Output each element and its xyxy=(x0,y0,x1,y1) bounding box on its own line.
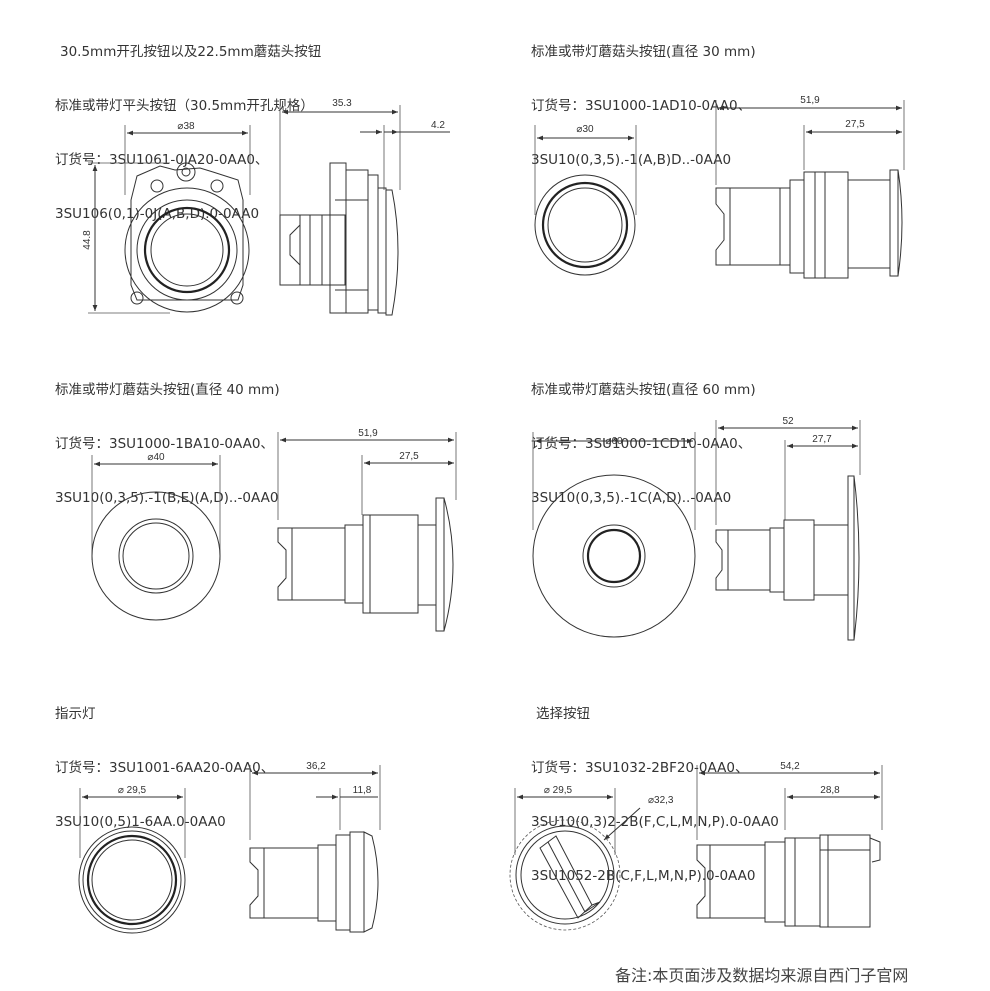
mushroom60-side-view: 52 27,7 xyxy=(715,416,861,641)
pilot-light-side-view: 36,2 11,8 xyxy=(249,761,381,933)
dim-diameter: ⌀30 xyxy=(576,124,594,135)
caption-mushroom-40: 标准或带灯蘑菇头按钮(直径 40 mm) 订货号：3SU1000-1BA10-0… xyxy=(55,345,280,525)
caption-line: 标准或带灯平头按钮（30.5mm开孔规格） xyxy=(55,98,314,114)
dim-height: 44.8 xyxy=(82,230,93,250)
dim-depth: 4.2 xyxy=(431,120,445,131)
dim-length: 51,9 xyxy=(358,428,378,439)
caption-line: 标准或带灯蘑菇头按钮(直径 30 mm) xyxy=(531,44,756,60)
dim-diameter: ⌀ 29,5 xyxy=(544,785,573,796)
flat-button-side-view: 35.3 4.2 xyxy=(279,98,450,316)
caption-line: 3SU10(0,3,5).-1(A,B)D..-0AA0 xyxy=(531,152,732,168)
caption-line: 标准或带灯蘑菇头按钮(直径 60 mm) xyxy=(531,382,756,398)
caption-flat-button: 30.5mm开孔按钮以及22.5mm蘑菇头按钮 标准或带灯平头按钮（30.5mm… xyxy=(55,7,321,241)
dim-length: 54,2 xyxy=(780,761,800,772)
caption-mushroom-30: 标准或带灯蘑菇头按钮(直径 30 mm) 订货号：3SU1000-1AD10-0… xyxy=(531,7,756,187)
dim-length: 36,2 xyxy=(306,761,326,772)
dim-depth: 27,7 xyxy=(812,434,832,445)
selector-side-view: 54,2 28,8 xyxy=(696,761,883,928)
caption-line: 3SU10(0,3,5).-1(B,E)(A,D)..-0AA0 xyxy=(55,490,279,506)
caption-selector: 选择按钮 订货号：3SU1032-2BF20-0AA0、 3SU10(0,3)2… xyxy=(531,669,779,903)
caption-line: 订货号：3SU1000-1AD10-0AA0、 xyxy=(531,98,752,114)
dim-length: 51,9 xyxy=(800,95,820,106)
caption-line: 订货号：3SU1061-0JA20-0AA0、 xyxy=(55,152,269,168)
dim-depth: 28,8 xyxy=(820,785,840,796)
mushroom30-side-view: 51,9 27,5 xyxy=(715,95,905,279)
pilot-light-front-view: ⌀ 29,5 xyxy=(78,785,186,934)
dim-diameter: ⌀40 xyxy=(147,452,165,463)
dim-depth: 27,5 xyxy=(845,119,865,130)
caption-line: 3SU10(0,3,5).-1C(A,D)..-0AA0 xyxy=(531,490,732,506)
caption-line: 标准或带灯蘑菇头按钮(直径 40 mm) xyxy=(55,382,280,398)
mushroom40-side-view: 51,9 27,5 xyxy=(277,428,457,632)
caption-line: 指示灯 xyxy=(55,706,96,722)
dim-length: 52 xyxy=(782,416,794,427)
mushroom40-front-view: ⌀40 xyxy=(91,452,221,621)
dim-depth: 11,8 xyxy=(353,785,372,796)
caption-line: 订货号：3SU1032-2BF20-0AA0、 xyxy=(531,760,749,776)
caption-line: 选择按钮 xyxy=(536,706,590,722)
dim-diameter: ⌀ 29,5 xyxy=(118,785,147,796)
dim-diameter-2: ⌀32,3 xyxy=(648,795,674,806)
dim-depth: 27,5 xyxy=(399,451,419,462)
source-note: 备注:本页面涉及数据均来源自西门子官网 xyxy=(615,966,909,985)
mushroom60-front-view: ⌀60 xyxy=(532,432,696,638)
caption-line: 3SU10(0,5)1-6AA.0-0AA0 xyxy=(55,814,226,830)
dim-diameter: ⌀38 xyxy=(177,121,195,132)
dim-length: 35.3 xyxy=(332,98,352,109)
caption-line: 3SU1052-2B(C,F,L,M,N,P).0-0AA0 xyxy=(531,868,756,884)
caption-line: 订货号：3SU1001-6AA20-0AA0、 xyxy=(55,760,275,776)
caption-line: 30.5mm开孔按钮以及22.5mm蘑菇头按钮 xyxy=(60,44,322,60)
caption-line: 3SU106(0,1)-0J(A,B,D).0-0AA0 xyxy=(55,206,260,222)
caption-pilot-light: 指示灯 订货号：3SU1001-6AA20-0AA0、 3SU10(0,5)1-… xyxy=(55,669,274,849)
flat-button-front-view: ⌀38 44.8 xyxy=(82,121,251,314)
caption-line: 订货号：3SU1000-1BA10-0AA0、 xyxy=(55,436,274,452)
selector-front-view: ⌀ 29,5 ⌀32,3 xyxy=(509,785,674,931)
dim-diameter: ⌀60 xyxy=(605,436,623,447)
caption-line: 3SU10(0,3)2-2B(F,C,L,M,N,P).0-0AA0 xyxy=(531,814,779,830)
mushroom30-front-view: ⌀30 xyxy=(534,124,637,276)
